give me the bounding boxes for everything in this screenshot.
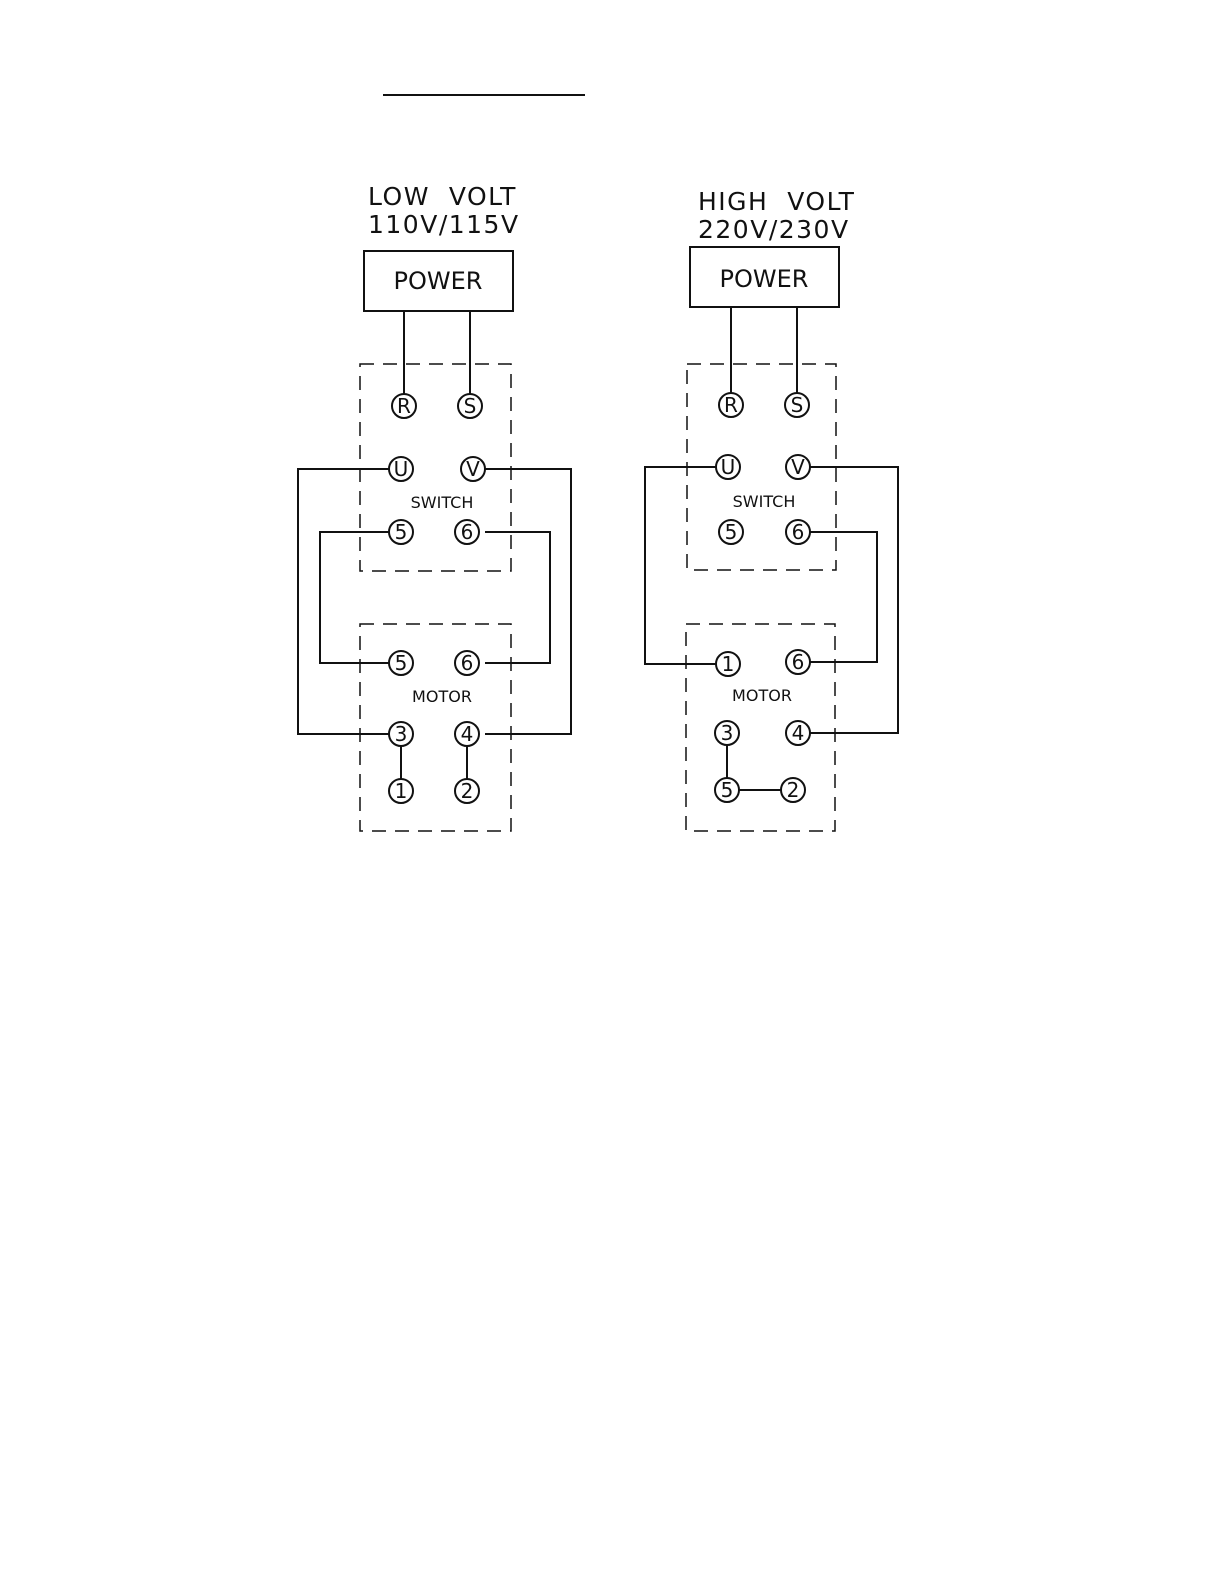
low-motor-terminal-5-label: 5: [395, 651, 408, 675]
low-volt-heading: LOW VOLT: [368, 182, 517, 211]
low-volt-panel: LOW VOLT 110V/115V POWER SWITCH MOTOR R …: [298, 182, 571, 831]
low-power-label: POWER: [394, 267, 483, 295]
low-motor-box: [360, 624, 511, 831]
low-motor-terminal-2-label: 2: [461, 779, 474, 803]
high-wire-v-to-4: [810, 467, 898, 733]
low-motor-terminal-4-label: 4: [461, 722, 474, 746]
low-wire-5-to-5: [320, 532, 389, 663]
high-motor-terminal-5-label: 5: [721, 778, 734, 802]
low-switch-terminal-6-label: 6: [461, 520, 474, 544]
high-switch-terminal-6-label: 6: [792, 520, 805, 544]
high-motor-label: MOTOR: [732, 686, 792, 705]
high-motor-box: [686, 624, 835, 831]
high-motor-terminal-4-label: 4: [792, 721, 805, 745]
low-volt-voltage: 110V/115V: [368, 210, 520, 239]
high-motor-terminal-3-label: 3: [721, 721, 734, 745]
low-wire-v-to-4: [485, 469, 571, 734]
high-switch-terminal-5-label: 5: [725, 520, 738, 544]
low-terminal-u-label: U: [394, 457, 409, 481]
high-switch-label: SWITCH: [733, 492, 796, 511]
high-volt-heading: HIGH VOLT: [698, 187, 855, 216]
high-wire-6-to-6: [810, 532, 877, 662]
low-motor-terminal-6-label: 6: [461, 651, 474, 675]
low-terminal-r-label: R: [397, 394, 411, 418]
low-terminal-s-label: S: [464, 394, 477, 418]
high-motor-terminal-1-label: 1: [722, 652, 735, 676]
high-terminal-u-label: U: [721, 455, 736, 479]
high-wire-u-to-1: [645, 467, 716, 664]
high-power-label: POWER: [720, 265, 809, 293]
low-terminal-v-label: V: [466, 457, 480, 481]
high-motor-terminal-6-label: 6: [792, 650, 805, 674]
high-motor-terminal-2-label: 2: [787, 778, 800, 802]
low-switch-terminal-5-label: 5: [395, 520, 408, 544]
high-terminal-r-label: R: [724, 393, 738, 417]
low-wire-6-to-6: [485, 532, 550, 663]
high-volt-voltage: 220V/230V: [698, 215, 850, 244]
low-wire-u-to-3: [298, 469, 389, 734]
low-motor-terminal-1-label: 1: [395, 779, 408, 803]
high-terminal-s-label: S: [791, 393, 804, 417]
low-motor-terminal-3-label: 3: [395, 722, 408, 746]
low-motor-label: MOTOR: [412, 687, 472, 706]
low-switch-box: [360, 364, 511, 571]
high-volt-panel: HIGH VOLT 220V/230V POWER SWITCH MOTOR R…: [645, 187, 898, 831]
high-terminal-v-label: V: [791, 455, 805, 479]
low-switch-label: SWITCH: [411, 493, 474, 512]
